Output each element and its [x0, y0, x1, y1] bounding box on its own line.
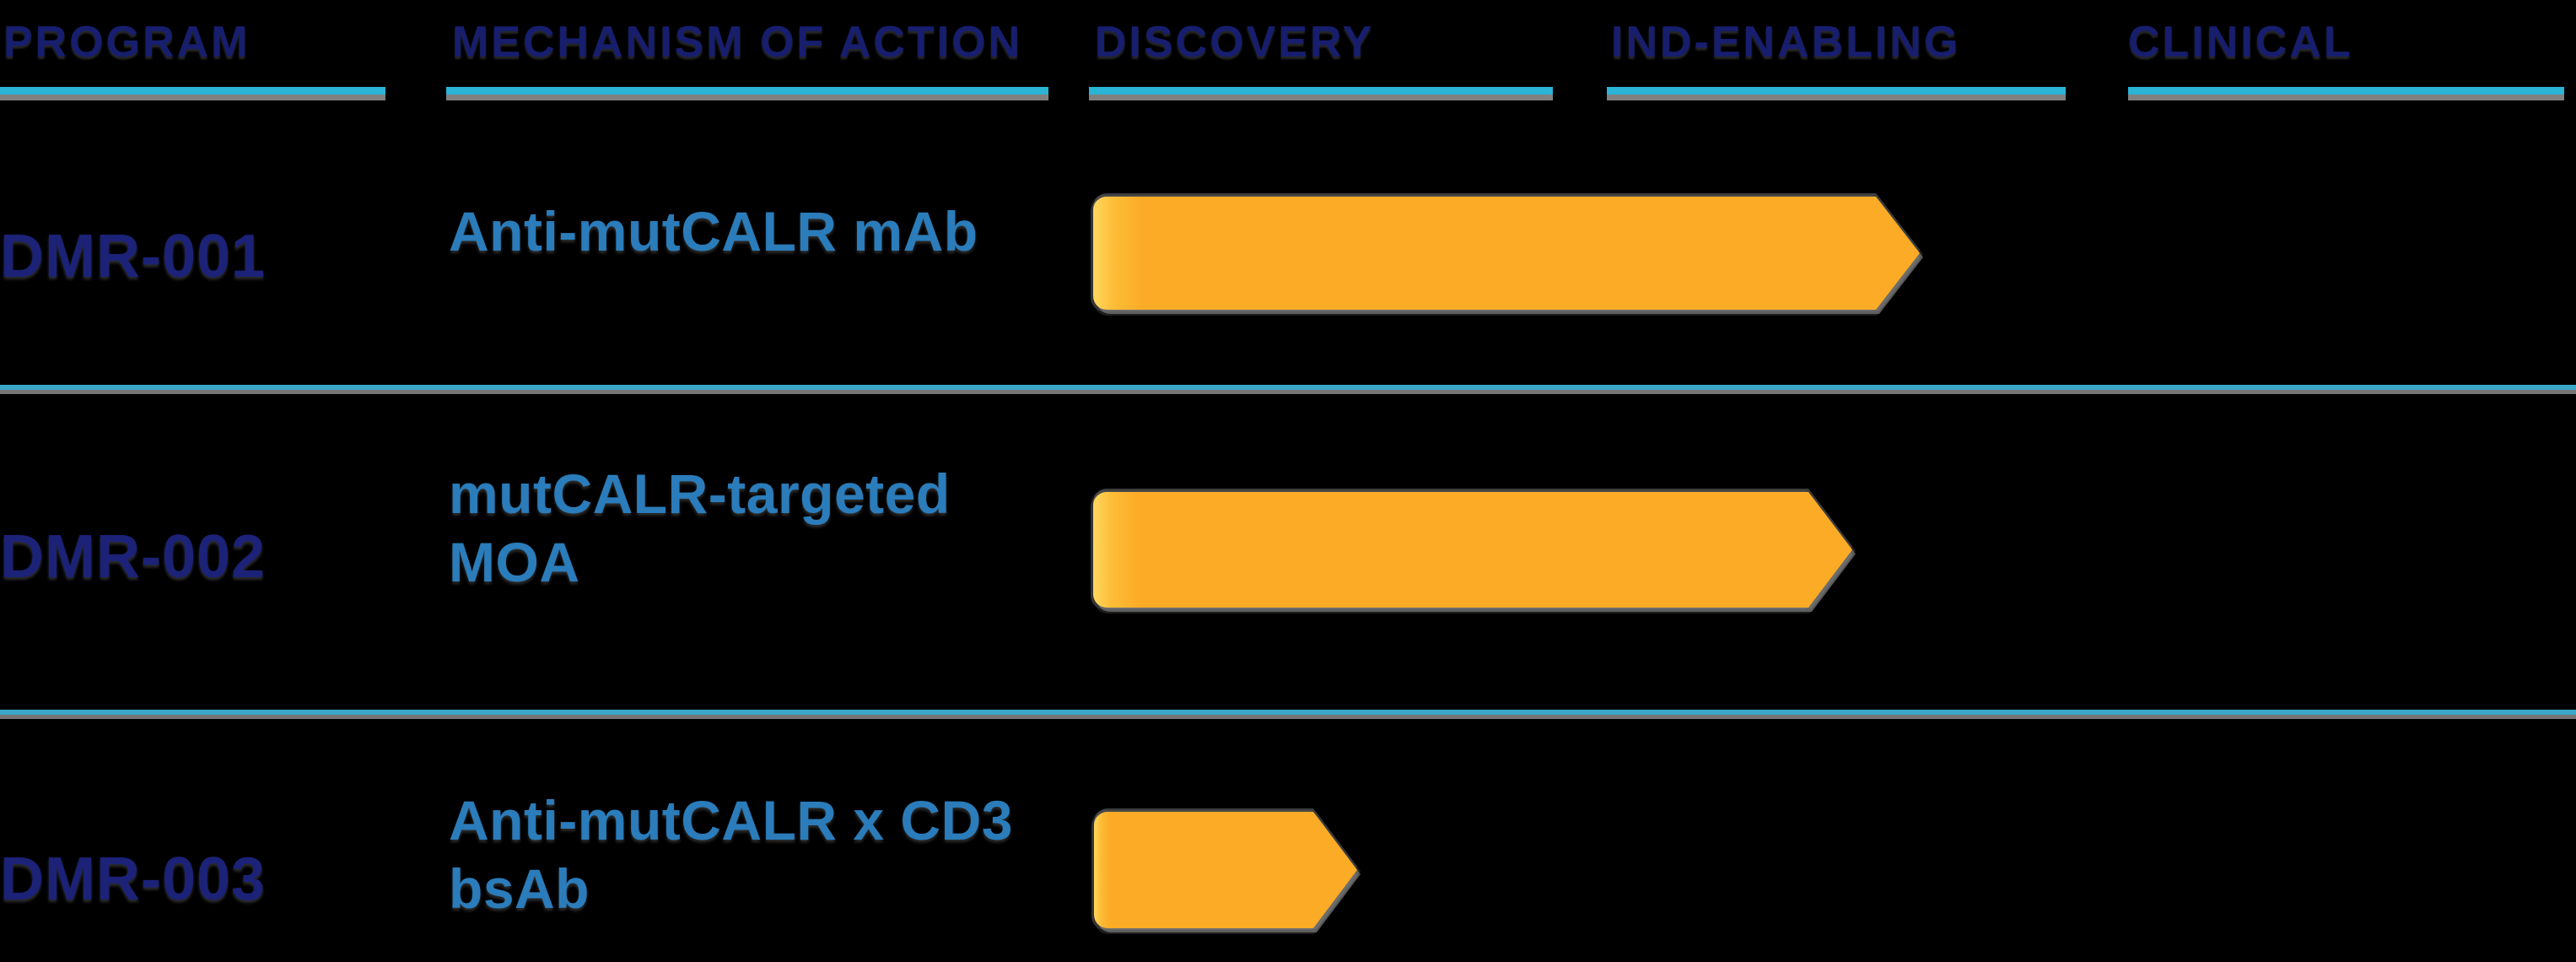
header-underline-ind-enabling [1607, 87, 2066, 95]
header-underline-discovery [1089, 87, 1553, 95]
column-header-program: PROGRAM [3, 18, 251, 67]
progress-bar-arrow-shape [1093, 197, 1920, 310]
program-label-dmr-003: DMR-003 [0, 846, 267, 913]
progress-bar-dmr-002 [1093, 492, 1852, 608]
row-divider-2 [0, 710, 2576, 715]
header-underline-clinical [2128, 87, 2564, 95]
row-divider-1 [0, 385, 2576, 390]
column-header-clinical: CLINICAL [2128, 18, 2353, 67]
progress-bar-dmr-003 [1094, 812, 1357, 928]
header-underline-program [0, 87, 385, 95]
progress-bar-arrow-shape [1093, 492, 1852, 608]
program-label-dmr-002: DMR-002 [0, 523, 267, 591]
progress-bar-dmr-001 [1093, 197, 1920, 310]
header-underline-mechanism [446, 87, 1048, 95]
column-header-discovery: DISCOVERY [1095, 18, 1375, 67]
progress-bar-arrow-shape [1094, 812, 1357, 928]
column-header-ind-enabling: IND-ENABLING [1611, 18, 1961, 67]
mechanism-label-dmr-001: Anti-mutCALR mAb [449, 200, 978, 262]
column-header-mechanism: MECHANISM OF ACTION [452, 18, 1023, 67]
program-label-dmr-001: DMR-001 [0, 223, 267, 290]
